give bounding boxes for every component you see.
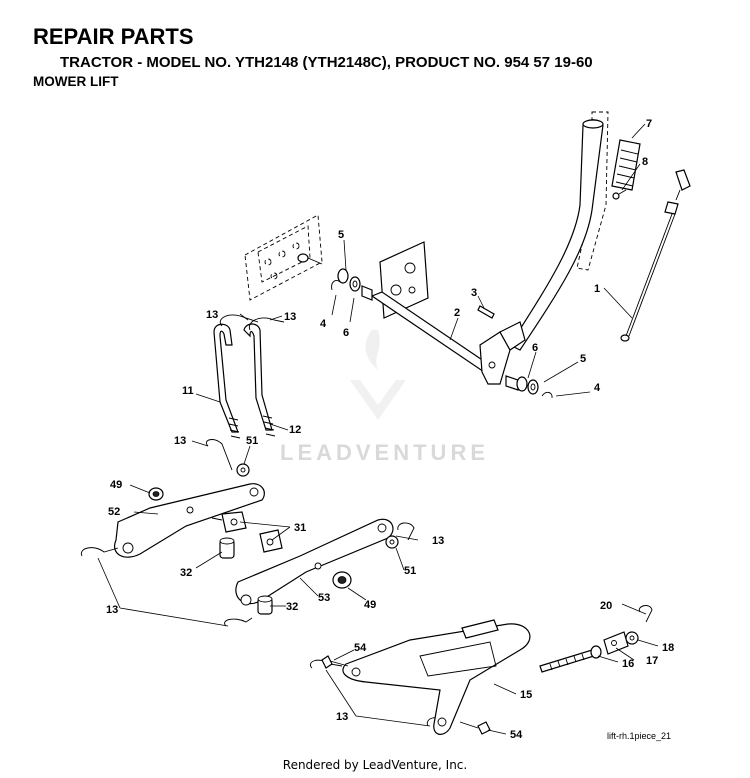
- trunnion-left: [211, 511, 247, 533]
- callout-17: 17: [646, 655, 658, 667]
- cross-shaft: [370, 291, 526, 385]
- callout-16: 16: [622, 658, 634, 670]
- callout-11: 11: [182, 385, 194, 397]
- lift-link-right: [243, 323, 276, 437]
- callout-7: 7: [646, 118, 652, 130]
- spacer-right: [257, 595, 273, 615]
- callout-20: 20: [600, 600, 612, 612]
- front-lift-bracket: [342, 623, 531, 735]
- release-button: [612, 189, 627, 200]
- callout-13-mid-right: 13: [432, 535, 444, 547]
- callout-4-right: 4: [594, 382, 601, 394]
- lift-handle: [509, 119, 604, 351]
- callout-51-left: 51: [246, 435, 258, 447]
- trunnion-right: [259, 529, 283, 553]
- callout-15: 15: [520, 689, 532, 701]
- callout-6-left: 6: [343, 327, 349, 339]
- hair-pins-lower: [80, 439, 653, 727]
- callout-4-left: 4: [320, 318, 327, 330]
- callout-49-right: 49: [364, 599, 376, 611]
- callout-13-top-right: 13: [284, 311, 296, 323]
- lift-arm-left: [114, 483, 265, 558]
- adjustment-block: [603, 631, 629, 655]
- washer-49-right: [332, 571, 352, 589]
- right-washers: [505, 375, 553, 399]
- callout-51-right: 51: [404, 565, 416, 577]
- callout-labels: 1 2 3 4 4 5 5 6 6 7 8 11 12 13 13 13 13 …: [106, 118, 674, 741]
- callout-8: 8: [642, 156, 648, 168]
- page-subtitle: TRACTOR - MODEL NO. YTH2148 (YTH2148C), …: [60, 54, 593, 71]
- callout-13-bottom: 13: [336, 711, 348, 723]
- callout-52: 52: [108, 506, 120, 518]
- callout-54-lower: 54: [510, 729, 523, 741]
- adjustment-nut: [590, 645, 602, 659]
- watermark-text: LEADVENTURE: [280, 440, 490, 465]
- callout-2: 2: [454, 307, 460, 319]
- callout-13-lower-left: 13: [106, 604, 118, 616]
- callout-13-top-left: 13: [206, 309, 218, 321]
- callout-13-mid-left: 13: [174, 435, 186, 447]
- callout-49-left: 49: [110, 479, 122, 491]
- callout-54-upper: 54: [354, 642, 367, 654]
- lift-link-left: [213, 323, 241, 439]
- washer-51-right: [385, 535, 399, 549]
- lift-rod: [620, 169, 691, 342]
- callout-32-right: 32: [286, 601, 298, 613]
- callout-18: 18: [662, 642, 674, 654]
- roll-pin: [477, 305, 495, 319]
- fender-phantom: [576, 111, 609, 271]
- callout-5-right: 5: [580, 353, 586, 365]
- callout-3: 3: [471, 287, 477, 299]
- adjustment-bushing: [625, 631, 639, 645]
- hair-pins-top: [219, 314, 285, 331]
- washer-49-left: [148, 487, 164, 501]
- bolt-54-lower: [459, 721, 491, 735]
- callout-31: 31: [294, 522, 306, 534]
- bolt-54-upper: [321, 655, 349, 669]
- leader-lines: [97, 123, 659, 735]
- callout-53: 53: [318, 592, 330, 604]
- callout-5-left: 5: [338, 229, 344, 241]
- callout-32-left: 32: [180, 567, 192, 579]
- frame-plate-phantom: [244, 214, 323, 301]
- washer-51-left: [236, 463, 250, 477]
- section-title: MOWER LIFT: [33, 74, 119, 89]
- left-washers: [331, 268, 373, 301]
- handle-grip: [611, 139, 641, 191]
- watermark-logo: [350, 330, 406, 420]
- callout-6-right: 6: [532, 342, 538, 354]
- footer-credit: Rendered by LeadVenture, Inc.: [282, 758, 468, 772]
- callout-12: 12: [289, 424, 301, 436]
- drawing-reference: lift-rh.1piece_21: [607, 731, 672, 741]
- callout-1: 1: [594, 283, 600, 295]
- spacer-left: [219, 537, 235, 559]
- page-title: REPAIR PARTS: [33, 24, 194, 49]
